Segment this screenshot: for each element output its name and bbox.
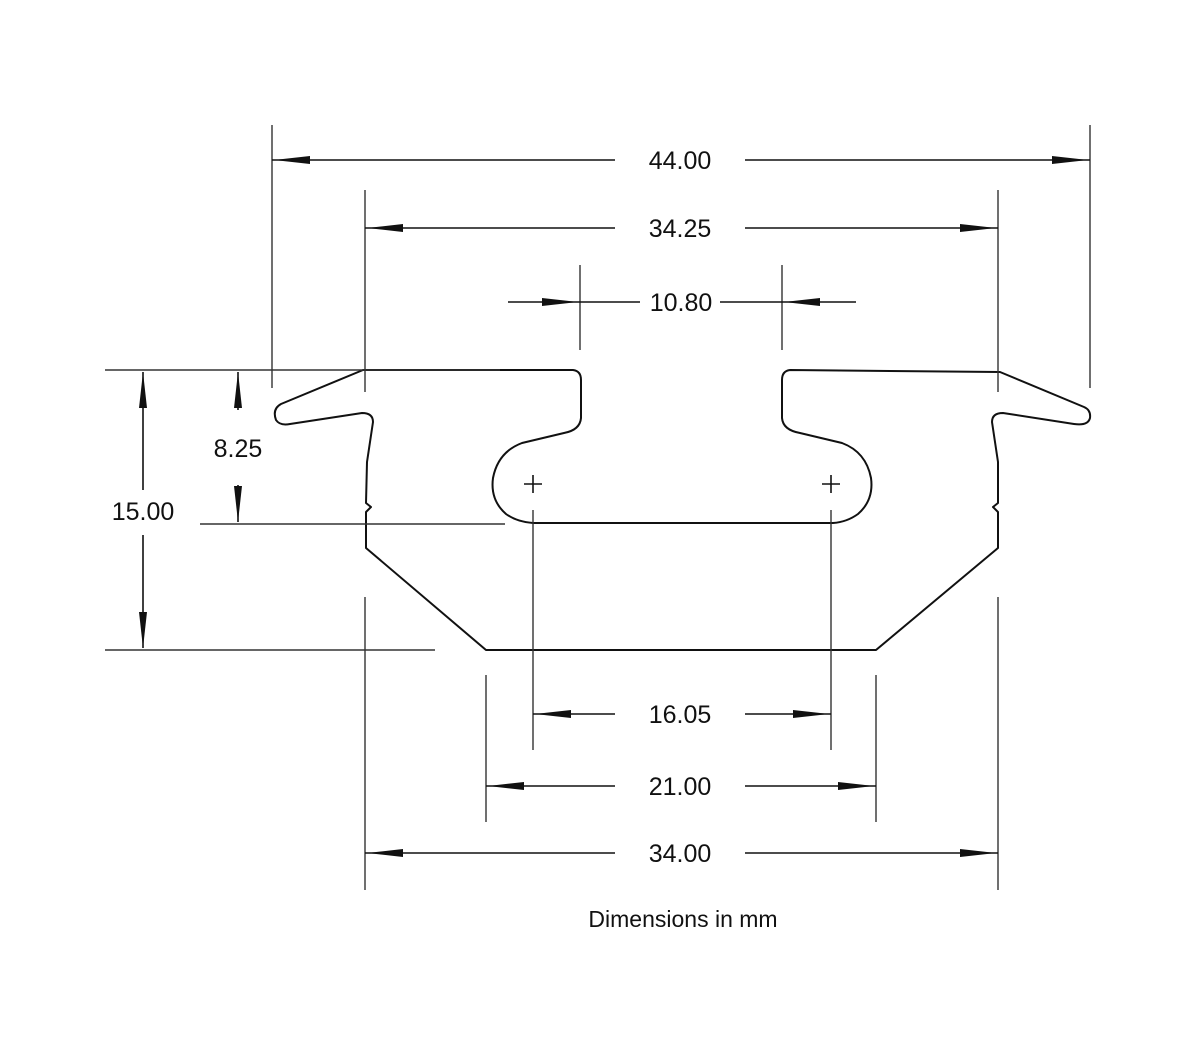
dim-16-05: 16.05: [533, 701, 831, 729]
dim-label-34-00: 34.00: [649, 840, 712, 868]
caption: Dimensions in mm: [588, 906, 777, 932]
dim-label-16-05: 16.05: [649, 701, 712, 729]
dim-34-25: 34.25: [365, 215, 998, 243]
dim-44: 44.00: [272, 147, 1090, 175]
extrusion-profile-outline: [273, 369, 1092, 651]
dim-8-25: 8.25: [214, 372, 263, 522]
dim-10-80: 10.80: [508, 289, 856, 317]
dim-label-10-80: 10.80: [650, 289, 713, 317]
dim-label-34-25: 34.25: [649, 215, 712, 243]
dim-label-21-00: 21.00: [649, 773, 712, 801]
hole-center-left: [524, 475, 542, 493]
dim-label-44: 44.00: [649, 147, 712, 175]
extension-lines: [105, 125, 1091, 890]
dim-label-8-25: 8.25: [214, 435, 263, 463]
dim-label-15-00: 15.00: [112, 498, 175, 526]
dim-21-00: 21.00: [486, 773, 876, 801]
hole-center-right: [822, 475, 840, 493]
dim-34-00: 34.00: [365, 840, 998, 868]
dim-15-00: 15.00: [112, 372, 175, 648]
